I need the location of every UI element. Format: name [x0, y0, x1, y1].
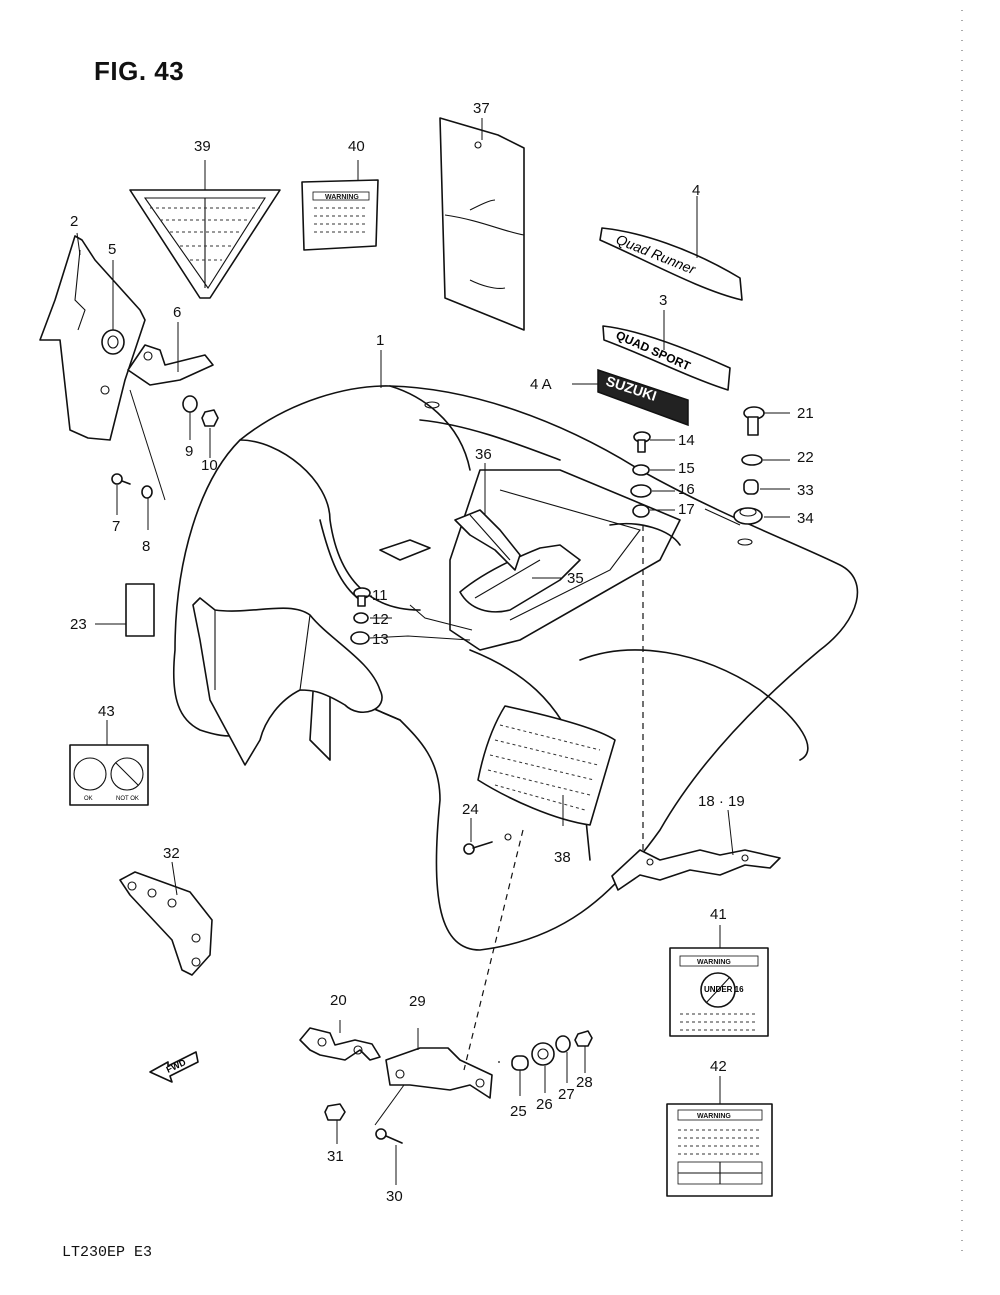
callout-11: 11 [372, 587, 388, 604]
assembly-line [463, 829, 524, 1071]
clamp-bracket[interactable] [299, 1027, 381, 1061]
callout-22: 22 [797, 449, 814, 466]
callout-26: 26 [536, 1096, 553, 1113]
callout-31: 31 [327, 1148, 344, 1165]
callout-25: 25 [510, 1103, 527, 1120]
callout-23: 23 [70, 616, 87, 633]
callout-10: 10 [201, 457, 218, 474]
callout-39: 39 [194, 138, 211, 155]
warning-label-42[interactable]: WARNING [666, 1103, 773, 1197]
callout-2: 2 [70, 213, 78, 230]
callout-41: 41 [710, 906, 727, 923]
callout-43: 43 [98, 703, 115, 720]
warning-label-41-sign-text: UNDER 16 [704, 985, 744, 994]
side-reflector[interactable] [477, 705, 616, 826]
callout-12: 12 [372, 611, 389, 628]
callout-24: 24 [462, 801, 479, 818]
callout-32: 32 [163, 845, 180, 862]
callout-5: 5 [108, 241, 116, 258]
rear-reflector-triangle[interactable] [129, 189, 281, 299]
fwd-arrow-icon: FWD [149, 1051, 199, 1083]
bolt[interactable] [375, 1128, 403, 1144]
side-bracket[interactable] [39, 235, 146, 441]
grommet[interactable] [101, 329, 125, 355]
callout-38: 38 [554, 849, 571, 866]
callout-37: 37 [473, 100, 490, 117]
callout-35: 35 [567, 570, 584, 587]
warning-label-40[interactable]: WARNING [301, 179, 379, 251]
callout-7: 7 [112, 518, 120, 535]
callout-9: 9 [185, 443, 193, 460]
warning-label-43[interactable]: OK NOT OK [69, 744, 149, 806]
bolt[interactable] [743, 406, 765, 436]
seat-tray[interactable] [459, 544, 581, 613]
mount-bracket[interactable] [127, 344, 214, 386]
callout-33: 33 [797, 482, 814, 499]
callout-18-19: 18 · 19 [698, 793, 745, 810]
strap[interactable] [454, 509, 521, 571]
model-code: LT230EP E3 [62, 1244, 153, 1261]
figure-title: FIG. 43 [94, 56, 185, 86]
washer[interactable] [555, 1035, 571, 1053]
hole-marker [504, 833, 512, 841]
callout-42: 42 [710, 1058, 727, 1075]
warning-label-41[interactable]: WARNING UNDER 16 [669, 947, 769, 1037]
callout-27: 27 [558, 1086, 575, 1103]
washer[interactable] [353, 612, 369, 624]
nut[interactable] [324, 1103, 346, 1121]
washer[interactable] [141, 485, 153, 499]
stay-plate[interactable] [119, 871, 213, 976]
callout-29: 29 [409, 993, 426, 1010]
fender-bracket[interactable] [611, 849, 781, 891]
leader-lines [76, 118, 790, 1185]
warning-label-42-text: WARNING [697, 1113, 731, 1120]
washer[interactable] [182, 395, 198, 413]
spacer[interactable] [511, 1055, 529, 1071]
callout-4a: 4 A [530, 376, 552, 393]
inner-fender-flap[interactable] [192, 597, 383, 766]
nut[interactable] [574, 1030, 593, 1047]
emblem-suzuki[interactable]: SUZUKI [597, 368, 689, 427]
mud-flap[interactable] [439, 117, 525, 331]
callout-40: 40 [348, 138, 365, 155]
screw[interactable] [463, 841, 493, 855]
callout-3: 3 [659, 292, 667, 309]
callout-28: 28 [576, 1074, 593, 1091]
cushion[interactable] [531, 1042, 555, 1066]
cushion[interactable] [350, 631, 370, 645]
bolt[interactable] [111, 473, 131, 485]
angle-bracket[interactable] [385, 1047, 493, 1099]
callout-4: 4 [692, 182, 700, 199]
callout-15: 15 [678, 460, 695, 477]
callout-34: 34 [797, 510, 814, 527]
cushion[interactable] [630, 484, 652, 498]
callout-36: 36 [475, 446, 492, 463]
washer[interactable] [632, 464, 650, 476]
warning-label-40-text: WARNING [325, 194, 359, 201]
warning-label-43-left-text: OK [84, 796, 93, 802]
callout-17: 17 [678, 501, 695, 518]
collar[interactable] [632, 504, 650, 518]
bolt[interactable] [633, 431, 651, 453]
nut[interactable] [201, 409, 219, 427]
callout-30: 30 [386, 1188, 403, 1205]
washer[interactable] [741, 454, 763, 466]
callout-20: 20 [330, 992, 347, 1009]
spacer[interactable] [743, 479, 759, 495]
callouts: 1 2 3 4 4 A 5 6 7 8 9 10 11 12 13 14 15 … [70, 100, 814, 1205]
callout-21: 21 [797, 405, 814, 422]
callout-8: 8 [142, 538, 150, 555]
callout-14: 14 [678, 432, 695, 449]
callout-6: 6 [173, 304, 181, 321]
warning-label-43-right-text: NOT OK [116, 796, 139, 802]
rubber-pad[interactable] [125, 583, 155, 637]
warning-label-41-text: WARNING [697, 959, 731, 966]
callout-16: 16 [678, 481, 695, 498]
callout-1: 1 [376, 332, 384, 349]
emblem-quadrunner[interactable]: Quad Runner [599, 227, 743, 301]
cushion[interactable] [733, 507, 763, 525]
callout-13: 13 [372, 631, 389, 648]
